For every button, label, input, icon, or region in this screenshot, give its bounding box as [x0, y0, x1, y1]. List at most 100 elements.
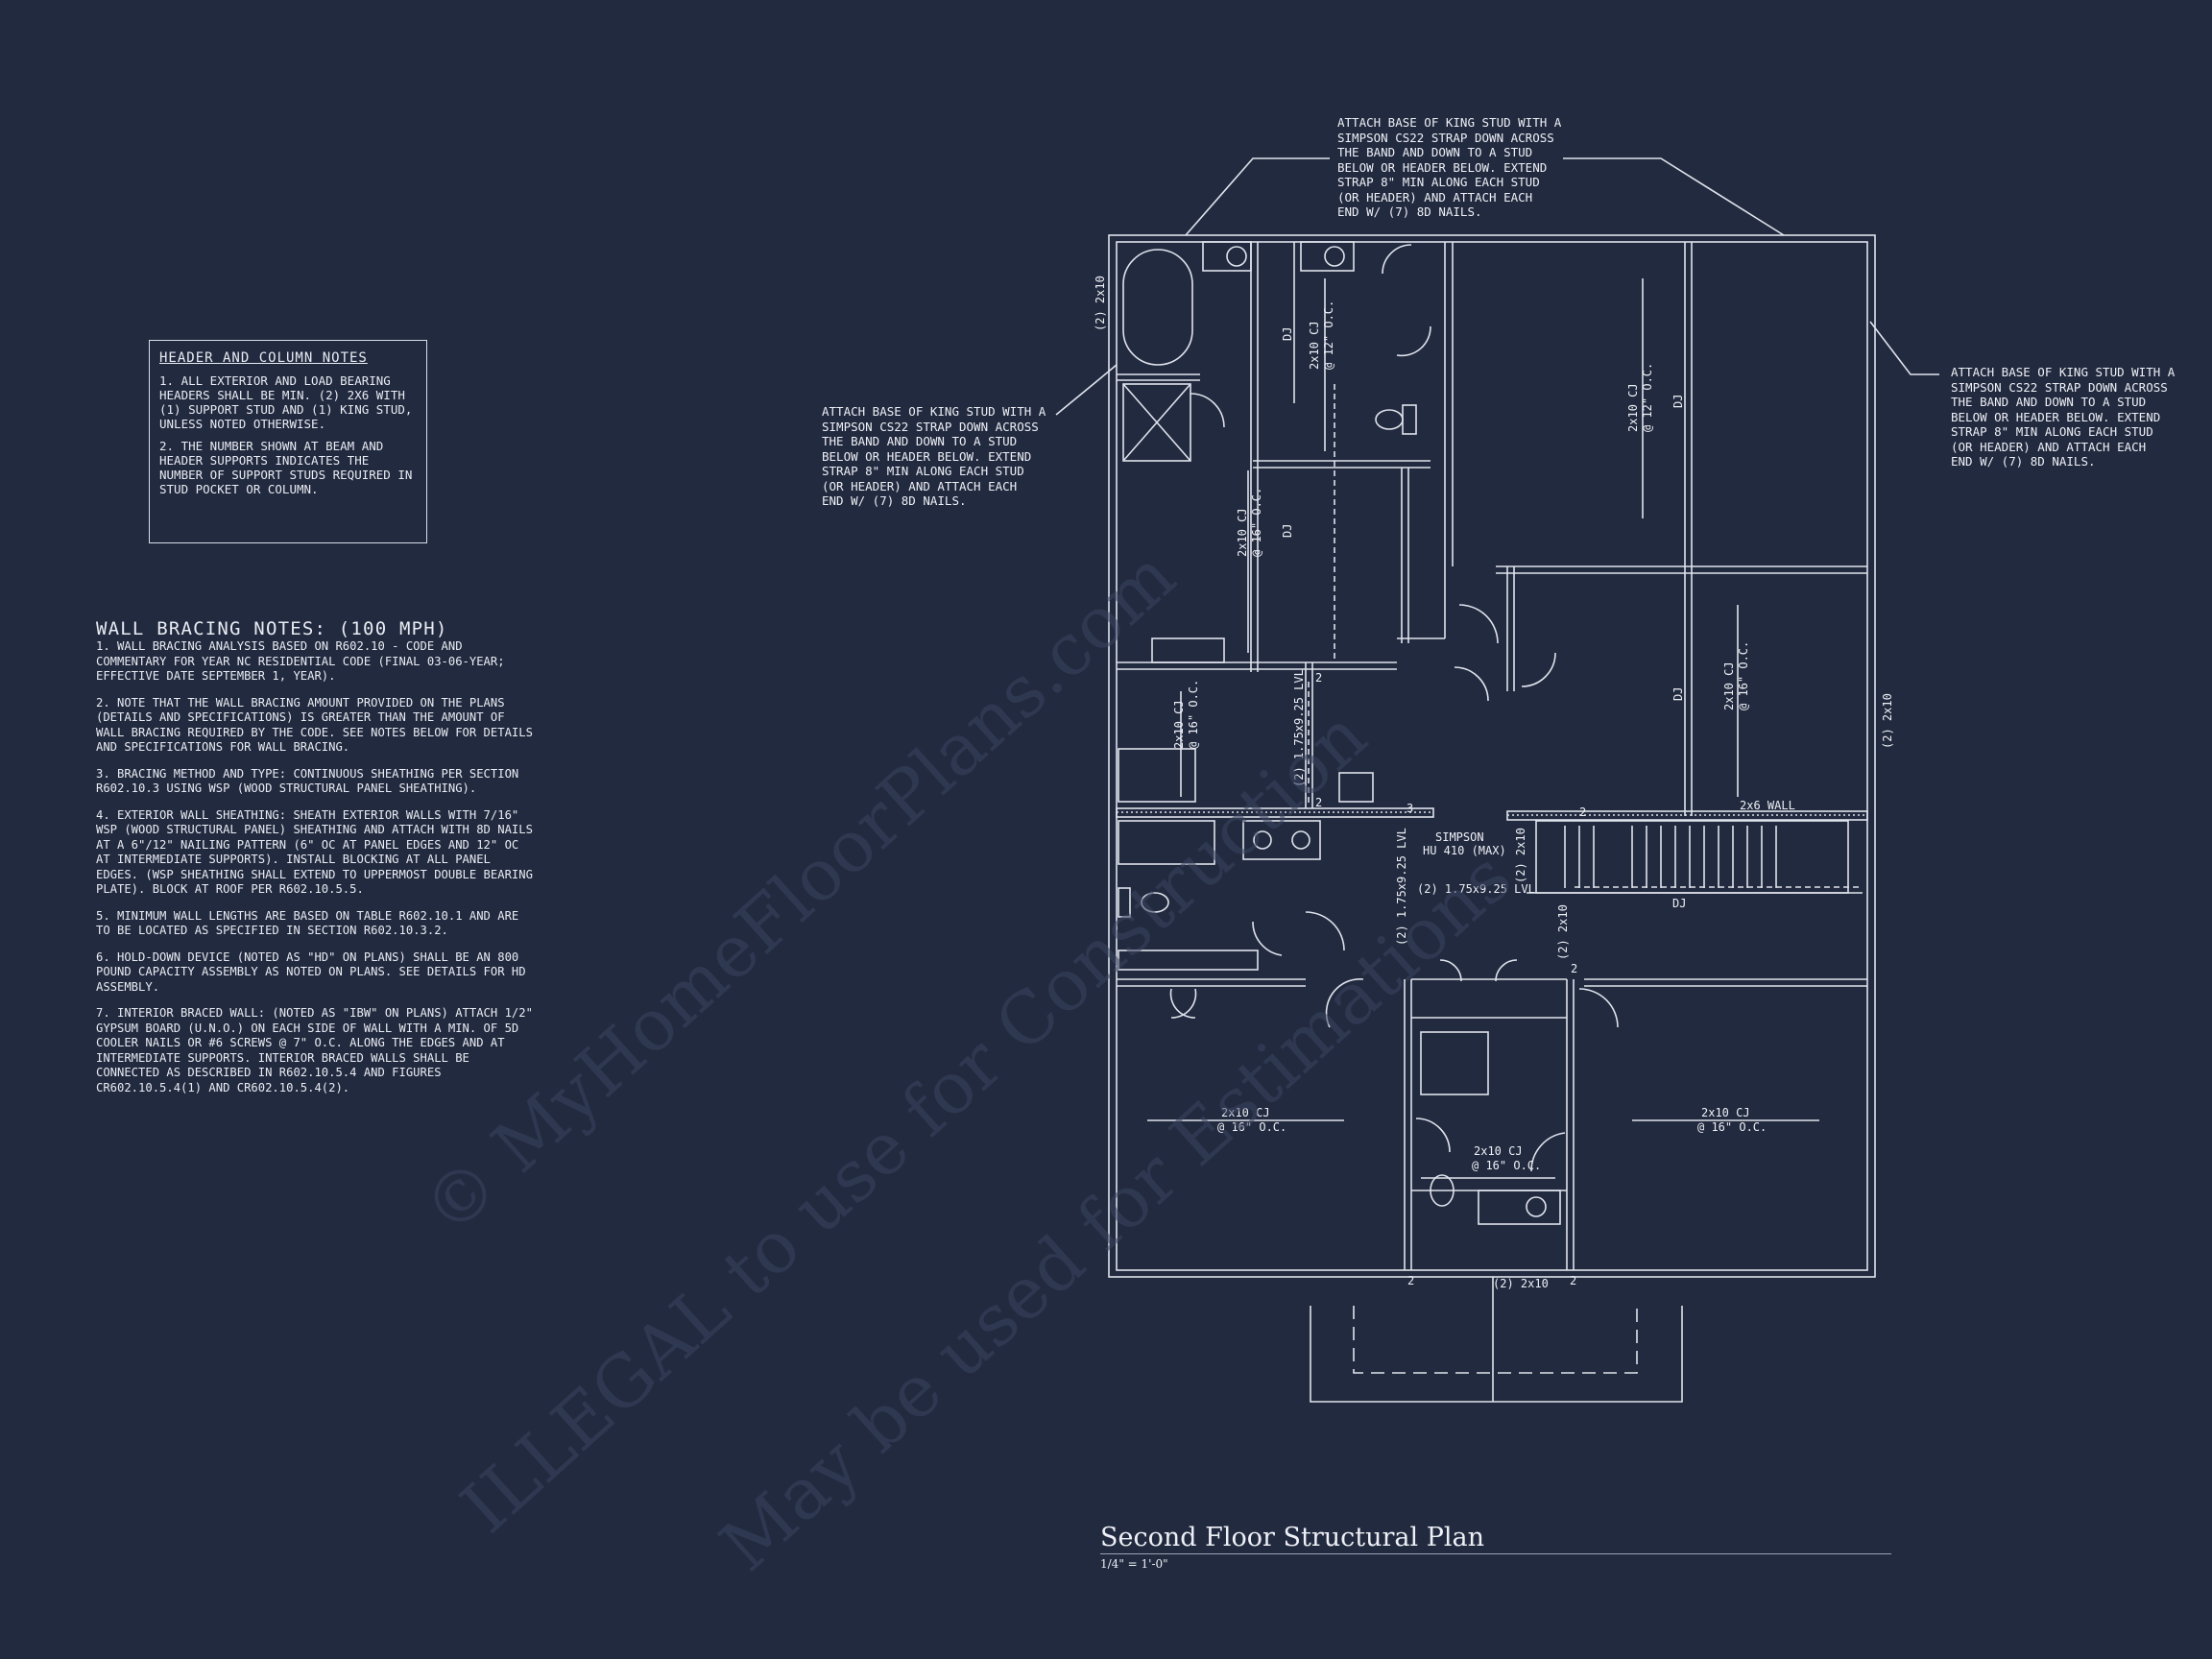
wall-bracing-title: WALL BRACING NOTES: (100 MPH): [96, 618, 448, 639]
door-swing: [1169, 988, 1196, 1019]
cj-label: 2x10 CJ: [1626, 383, 1640, 432]
dj-label: DJ: [1672, 897, 1686, 910]
closet-shelf: [1118, 748, 1196, 803]
shower: [1420, 1031, 1489, 1095]
door-swing: [1396, 325, 1431, 357]
door-swing: [1190, 393, 1225, 428]
leader-line-top-right: [1563, 157, 1785, 236]
sink: [1300, 241, 1355, 272]
wall-bracing-note-7: 7. INTERIOR BRACED WALL: (NOTED AS "IBW"…: [96, 1006, 533, 1094]
door-swing: [1415, 1118, 1451, 1153]
header-label: (2) 2x10: [1493, 1277, 1549, 1290]
cj-spacing: @ 16" O.C.: [1737, 641, 1750, 710]
bathtub: [1122, 249, 1193, 366]
stud-count: 3: [1407, 802, 1413, 815]
toilet: [1430, 1174, 1455, 1207]
exterior-wall-outer: [1108, 234, 1876, 1278]
toilet-tank: [1118, 887, 1131, 918]
cj-spacing: @ 16" O.C.: [1472, 1159, 1541, 1172]
plan-title: Second Floor Structural Plan: [1100, 1523, 1484, 1552]
vanity: [1478, 1190, 1561, 1225]
toilet-tank: [1402, 404, 1417, 435]
cj-spacing: @ 12" O.C.: [1641, 363, 1654, 432]
door-swing: [1454, 666, 1489, 702]
header-note-1: 1. ALL EXTERIOR AND LOAD BEARING HEADERS…: [159, 373, 413, 431]
dj-label: DJ: [1281, 524, 1294, 538]
stair: [1535, 820, 1849, 894]
wall-bracing-note-4: 4. EXTERIOR WALL SHEATHING: SHEATH EXTER…: [96, 807, 533, 897]
toilet: [1141, 892, 1169, 913]
dj-label: DJ: [1671, 395, 1685, 408]
vanity: [1242, 820, 1321, 860]
cj-spacing: @ 12" O.C.: [1322, 301, 1335, 370]
door-swing: [1521, 652, 1556, 687]
wall-bracing-notes: WALL BRACING NOTES: (100 MPH) 1. WALL BR…: [96, 618, 538, 1107]
cj-label: 2x10 CJ: [1701, 1106, 1750, 1119]
shower: [1122, 383, 1191, 462]
porch-outline: [1310, 1306, 1683, 1403]
leader-line-right: [1869, 321, 1939, 375]
callout-right: ATTACH BASE OF KING STUD WITH A SIMPSON …: [1951, 365, 2176, 469]
cj-spacing: @ 16" O.C.: [1697, 1120, 1767, 1134]
door-swing: [1170, 988, 1197, 1019]
stud-count: 2: [1315, 796, 1322, 809]
stud-count: 2: [1570, 1274, 1576, 1287]
door-swing: [1458, 604, 1499, 644]
stud-count: 2: [1571, 962, 1577, 975]
callout-left: ATTACH BASE OF KING STUD WITH A SIMPSON …: [822, 404, 1046, 508]
dj-label: DJ: [1281, 327, 1294, 341]
simpson-model: HU 410 (MAX): [1423, 844, 1506, 857]
vanity: [1338, 772, 1374, 803]
sink-bowl: [1324, 246, 1345, 267]
title-underline: [1100, 1553, 1891, 1554]
vanity: [1151, 637, 1225, 663]
lvl-label: (2) 1.75x9.25 LVL: [1292, 669, 1306, 787]
cj-label: 2x10 CJ: [1236, 508, 1249, 557]
header-label: (2) 2x10: [1514, 828, 1527, 883]
sink-bowl: [1226, 246, 1247, 267]
wall-bracing-note-2: 2. NOTE THAT THE WALL BRACING AMOUNT PRO…: [96, 695, 533, 755]
door-swing: [1578, 988, 1619, 1028]
door-swing: [1252, 921, 1283, 956]
lvl-label: (2) 1.75x9.25 LVL: [1395, 828, 1408, 946]
door-swing: [1495, 959, 1518, 982]
watermark-line-1: © MyHomeFloorPlans.com: [407, 535, 1190, 1252]
simpson-label: SIMPSON: [1435, 830, 1484, 844]
tub: [1118, 820, 1215, 865]
cj-label: 2x10 CJ: [1474, 1144, 1523, 1158]
header-label: (2) 2x10: [1881, 693, 1894, 749]
sink: [1202, 241, 1252, 272]
cj-spacing: @ 16" O.C.: [1217, 1120, 1286, 1134]
wall-bracing-note-1: 1. WALL BRACING ANALYSIS BASED ON R602.1…: [96, 639, 505, 683]
door-swing: [1530, 1132, 1566, 1172]
cj-spacing: @ 16" O.C.: [1187, 680, 1200, 749]
dj-label: DJ: [1671, 687, 1685, 701]
watermark: © MyHomeFloorPlans.com ILLEGAL to use fo…: [407, 535, 1527, 1588]
cj-label: 2x10 CJ: [1172, 700, 1186, 749]
door-swing: [1439, 959, 1462, 982]
cj-label: 2x10 CJ: [1722, 661, 1736, 710]
stud-count: 2: [1407, 1274, 1414, 1287]
header-note-2: 2. THE NUMBER SHOWN AT BEAM AND HEADER S…: [159, 439, 413, 496]
lvl-label: (2) 1.75x9.25 LVL: [1417, 882, 1535, 896]
header-label: (2) 2x10: [1094, 276, 1107, 331]
porch-inner: [1353, 1306, 1638, 1374]
plan-scale: 1/4" = 1'-0": [1100, 1557, 1168, 1571]
leader-line-top-left: [1185, 157, 1330, 236]
wall-bracing-note-6: 6. HOLD-DOWN DEVICE (NOTED AS "HD" ON PL…: [96, 950, 526, 994]
door-swing: [1325, 978, 1364, 1028]
door-swing: [1382, 244, 1412, 275]
header-column-notes-box: HEADER AND COLUMN NOTES 1. ALL EXTERIOR …: [149, 340, 427, 543]
cj-label: 2x10 CJ: [1308, 321, 1321, 370]
stair-treads: [1564, 826, 1777, 888]
wall-bracing-note-3: 3. BRACING METHOD AND TYPE: CONTINUOUS S…: [96, 766, 519, 796]
door-swing: [1305, 911, 1345, 951]
callout-top: ATTACH BASE OF KING STUD WITH A SIMPSON …: [1337, 115, 1562, 219]
header-notes-title: HEADER AND COLUMN NOTES: [159, 350, 368, 366]
wall-bracing-note-5: 5. MINIMUM WALL LENGTHS ARE BASED ON TAB…: [96, 908, 519, 938]
stud-count: 2: [1579, 805, 1586, 819]
leader-line-left: [1055, 364, 1118, 416]
counter: [1118, 950, 1259, 971]
toilet: [1375, 409, 1404, 430]
